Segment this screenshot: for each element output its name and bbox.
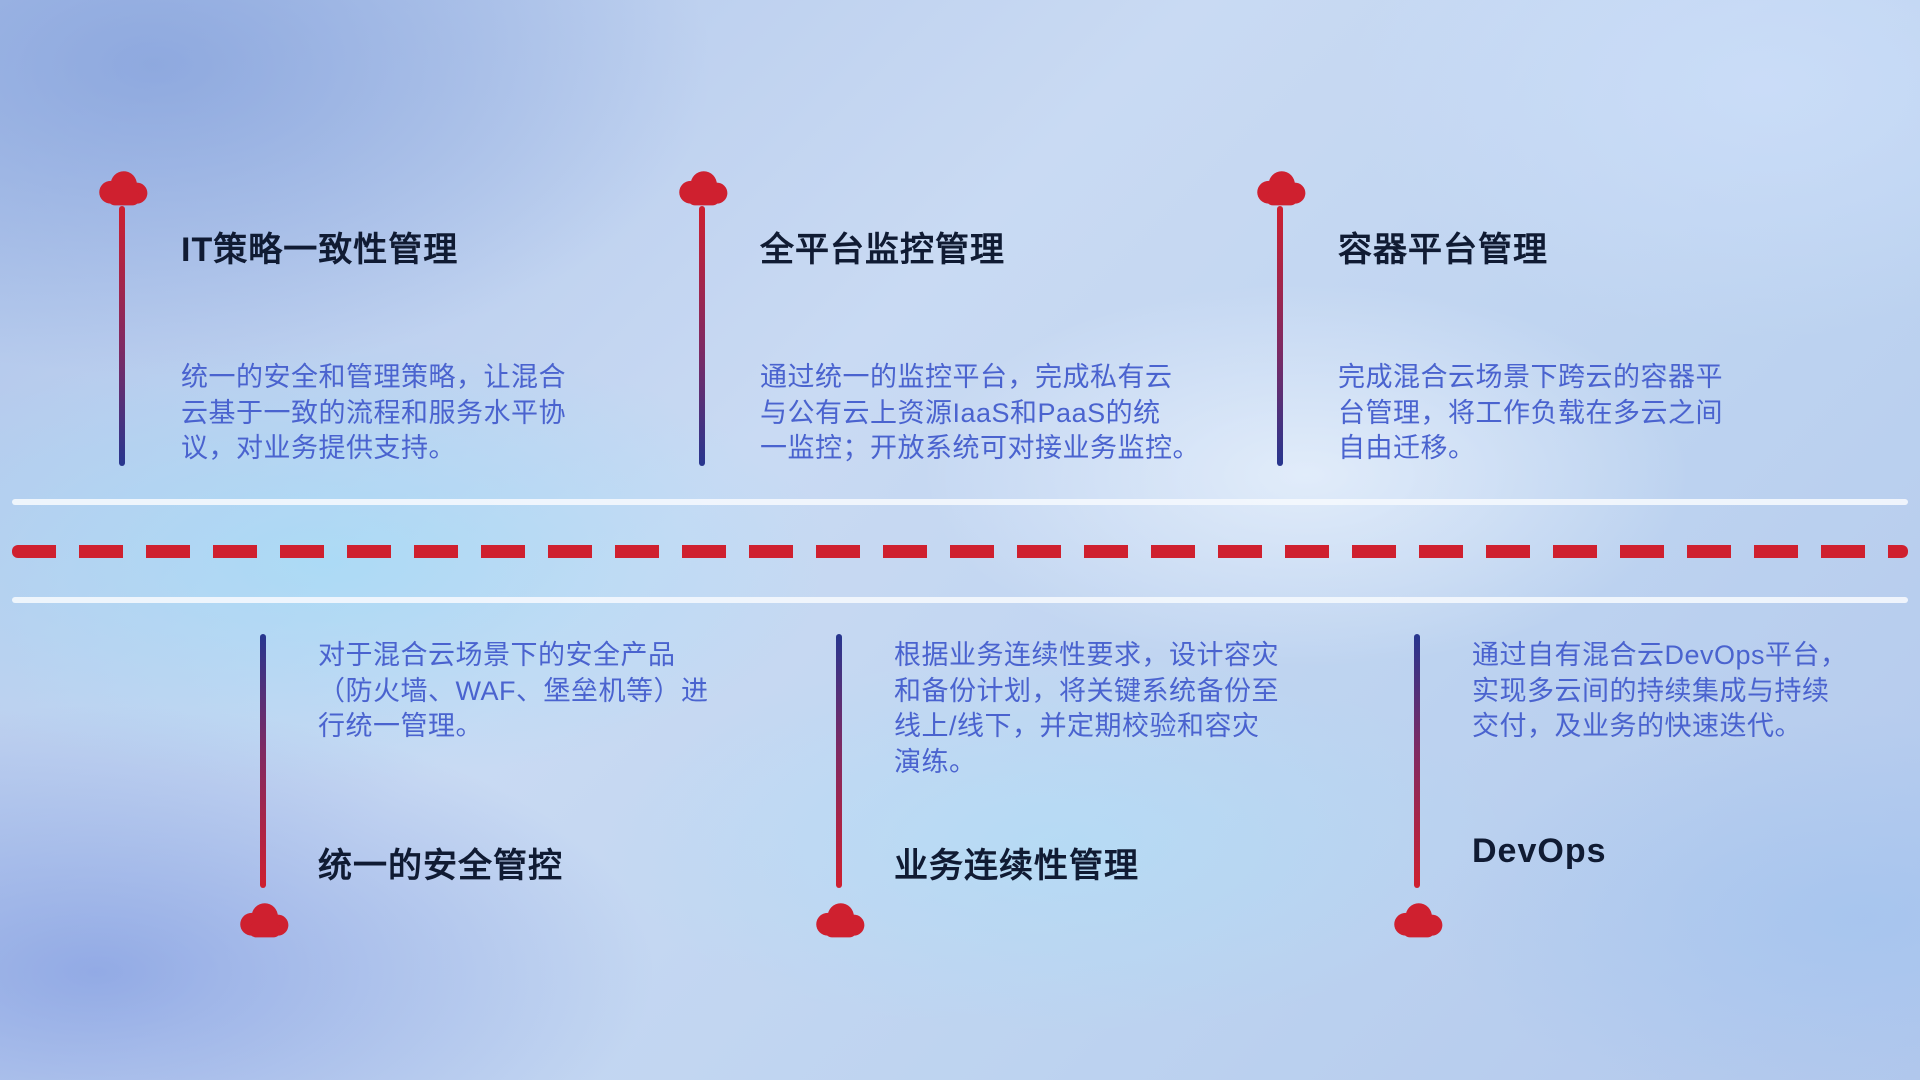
item-title: 全平台监控管理 xyxy=(760,231,1005,269)
timeline-connector xyxy=(836,634,842,888)
item-description: 根据业务连续性要求，设计容灾 和备份计划，将关键系统备份至 线上/线下，并定期校… xyxy=(894,640,1279,777)
divider-solid-top xyxy=(12,499,1908,505)
item-description: 对于混合云场景下的安全产品 （防火墙、WAF、堡垒机等）进 行统一管理。 xyxy=(318,640,709,742)
item-description: 统一的安全和管理策略，让混合 云基于一致的流程和服务水平协 议，对业务提供支持。 xyxy=(181,362,566,464)
cloud-icon xyxy=(235,898,291,940)
item-title: DevOps xyxy=(1472,832,1607,870)
timeline-connector xyxy=(699,206,705,466)
item-title: IT策略一致性管理 xyxy=(181,231,459,269)
item-title: 统一的安全管控 xyxy=(318,847,563,885)
timeline-connector xyxy=(1414,634,1420,888)
divider-dashed-red xyxy=(12,545,1908,558)
item-description: 通过统一的监控平台，完成私有云 与公有云上资源IaaS和PaaS的统 一监控；开… xyxy=(760,362,1200,464)
item-description: 通过自有混合云DevOps平台， 实现多云间的持续集成与持续 交付，及业务的快速… xyxy=(1472,640,1848,742)
item-description: 完成混合云场景下跨云的容器平 台管理，将工作负载在多云之间 自由迁移。 xyxy=(1338,362,1723,464)
cloud-icon xyxy=(94,166,150,208)
cloud-icon xyxy=(811,898,867,940)
timeline-connector xyxy=(260,634,266,888)
item-title: 业务连续性管理 xyxy=(894,847,1139,885)
cloud-icon xyxy=(674,166,730,208)
timeline-connector xyxy=(119,206,125,466)
item-title: 容器平台管理 xyxy=(1338,231,1548,269)
timeline-connector xyxy=(1277,206,1283,466)
cloud-icon xyxy=(1252,166,1308,208)
divider-solid-bottom xyxy=(12,597,1908,603)
cloud-icon xyxy=(1389,898,1445,940)
